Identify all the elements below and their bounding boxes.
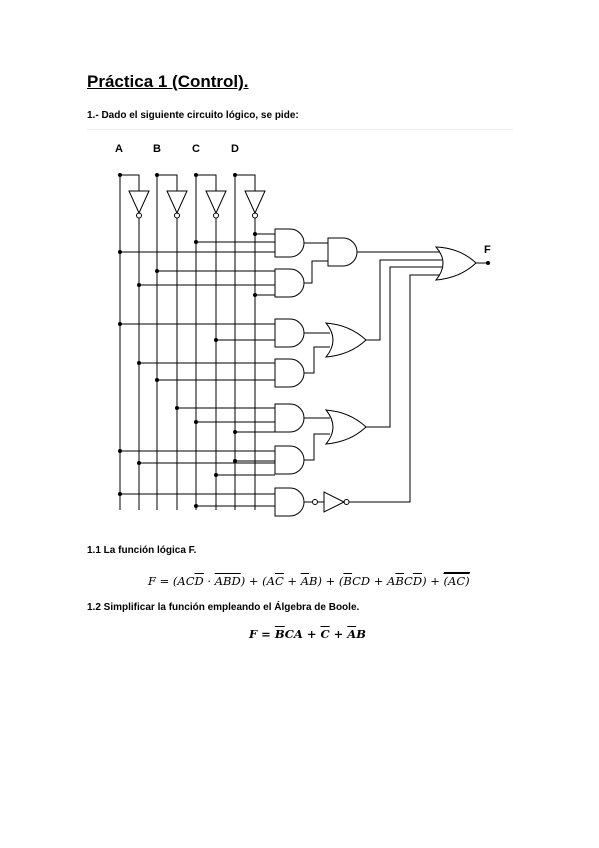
question-1: 1.- Dado el siguiente circuito lógico, s… — [87, 110, 299, 121]
input-label-b: B — [153, 143, 161, 155]
question-1-1: 1.1 La función lógica F. — [87, 545, 197, 556]
formula-simplified: F = BCA + C + AB — [249, 627, 366, 641]
input-label-a: A — [115, 143, 123, 155]
output-label-f: F — [484, 244, 491, 256]
logic-circuit-diagram: A B C D F — [115, 143, 491, 517]
formula-f: F = (ACD · ABD) + (AC + AB) + (BCD + ABC… — [148, 572, 470, 588]
question-1-2: 1.2 Simplificar la función empleando el … — [87, 602, 360, 613]
page-title: Práctica 1 (Control). — [87, 72, 249, 91]
input-label-c: C — [192, 143, 200, 155]
divider — [87, 129, 513, 130]
input-label-d: D — [231, 143, 239, 155]
